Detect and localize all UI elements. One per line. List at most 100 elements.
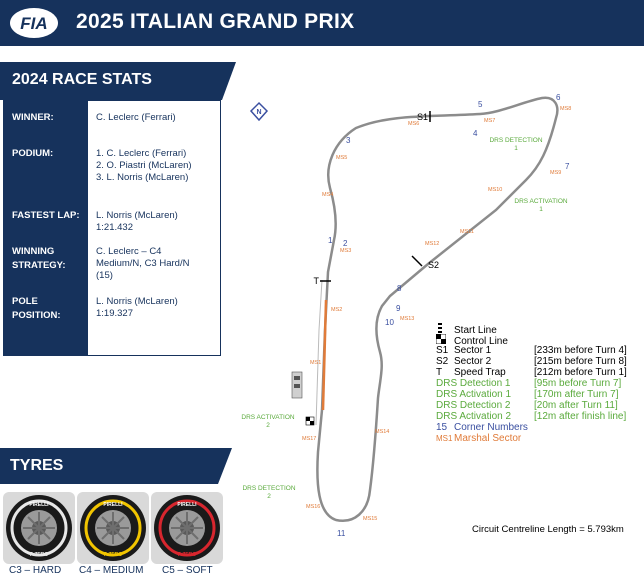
svg-text:P ZERO: P ZERO xyxy=(178,552,197,558)
marshal-ms13: MS13 xyxy=(400,316,414,322)
stat-value-pole: L. Norris (McLaren) 1:19.327 xyxy=(96,296,178,319)
corner-7: 7 xyxy=(565,162,570,171)
stat-value-strategy: C. Leclerc – C4 Medium/N, C3 Hard/N (15) xyxy=(96,246,190,281)
legend-drs-activation-1: DRS Activation 1[170m after Turn 7] xyxy=(436,389,619,400)
stat-label-podium: PODIUM: xyxy=(12,148,54,159)
tyre-medium: PIRELLI P ZERO xyxy=(77,492,149,564)
corner-6: 6 xyxy=(556,93,561,102)
page-title: 2025 ITALIAN GRAND PRIX xyxy=(76,10,355,33)
legend-drs-detection-2: DRS Detection 2[20m after Turn 11] xyxy=(436,400,618,411)
corner-numbers: 1 2 3 4 5 6 7 8 9 10 11 xyxy=(328,93,570,538)
svg-text:P ZERO: P ZERO xyxy=(30,552,49,558)
corner-11: 11 xyxy=(337,529,346,538)
track-map: N S1 S2 T 1 2 3 4 5 6 7 8 9 10 11 MS1 MS… xyxy=(241,93,571,538)
pit-building-icon xyxy=(291,371,303,399)
marshal-ms16: MS16 xyxy=(306,504,320,510)
svg-text:P ZERO: P ZERO xyxy=(104,552,123,558)
stats-table: WINNER: C. Leclerc (Ferrari) PODIUM: 1. … xyxy=(3,100,221,356)
drs-activation-1-num: 1 xyxy=(539,206,543,213)
marshal-sectors: MS1 MS2 MS3 MS4 MS5 MS6 MS7 MS8 MS9 MS10… xyxy=(302,106,571,522)
sector-2-label: S2 xyxy=(428,260,439,270)
control-line-icon xyxy=(435,333,454,348)
fia-logo: FIA xyxy=(10,8,58,38)
centreline-length: Circuit Centreline Length = 5.793km xyxy=(472,524,624,535)
marshal-ms11: MS11 xyxy=(460,229,474,235)
marshal-ms17: MS17 xyxy=(302,436,316,442)
stat-label-pole: POLE POSITION: xyxy=(12,296,61,321)
tyres-banner xyxy=(0,448,232,484)
drs-activation-1-label: DRS ACTIVATION xyxy=(514,198,568,205)
marshal-ms2: MS2 xyxy=(331,307,342,313)
marshal-ms12: MS12 xyxy=(425,241,439,247)
speed-trap-label: T xyxy=(314,276,320,286)
stats-banner xyxy=(0,62,236,100)
north-icon: N xyxy=(249,101,269,122)
marshal-ms5: MS5 xyxy=(336,155,347,161)
stats-title: 2024 RACE STATS xyxy=(12,71,152,88)
svg-text:PIRELLI: PIRELLI xyxy=(29,502,49,508)
corner-5: 5 xyxy=(478,100,483,109)
drs-detection-1-label: DRS DETECTION xyxy=(489,137,542,144)
legend-control-line: Control Line xyxy=(435,333,508,348)
marshal-ms1: MS1 xyxy=(310,360,321,366)
marshal-ms7: MS7 xyxy=(484,118,495,124)
stat-value-fastest-lap: L. Norris (McLaren) 1:21.432 xyxy=(96,210,178,233)
drs-detection-2-label: DRS DETECTION xyxy=(242,485,295,492)
finish-line-icon xyxy=(305,416,315,426)
corner-4: 4 xyxy=(473,129,478,138)
legend-drs-detection-1: DRS Detection 1[95m before Turn 7] xyxy=(436,378,622,389)
stat-label-winner: WINNER: xyxy=(12,112,54,123)
tyre-soft-label: C5 – SOFT xyxy=(162,565,213,576)
sector-2-line xyxy=(411,255,423,267)
pit-straight-highlight xyxy=(321,299,328,411)
corner-8: 8 xyxy=(397,284,402,293)
marshal-ms3: MS3 xyxy=(340,248,351,254)
svg-text:N: N xyxy=(256,109,261,116)
corner-3: 3 xyxy=(346,136,351,145)
corner-9: 9 xyxy=(396,304,401,313)
stats-label-column xyxy=(4,101,88,355)
tyre-hard-label: C3 – HARD xyxy=(9,565,62,576)
tyre-soft-icon: PIRELLI P ZERO xyxy=(154,495,220,561)
tyres-title: TYRES xyxy=(10,457,64,474)
sector-1-label: S1 xyxy=(417,112,428,122)
header-bar: FIA 2025 ITALIAN GRAND PRIX xyxy=(0,0,644,46)
fia-logo-text: FIA xyxy=(20,14,47,33)
tyre-hard-icon: PIRELLI P ZERO xyxy=(6,495,72,561)
marshal-ms6: MS6 xyxy=(408,121,419,127)
marshal-ms10: MS10 xyxy=(488,187,502,193)
stat-value-podium: 1. C. Leclerc (Ferrari) 2. O. Piastri (M… xyxy=(96,148,192,183)
pit-lane xyxy=(315,279,323,426)
marshal-ms4: MS4 xyxy=(322,192,333,198)
legend-start-line: Start Line xyxy=(436,323,497,337)
stat-label-strategy: WINNING STRATEGY: xyxy=(12,246,66,271)
drs-detection-1-num: 1 xyxy=(514,145,518,152)
drs-detection-2-num: 2 xyxy=(267,493,271,500)
corner-2: 2 xyxy=(343,239,348,248)
stat-label-fastest-lap: FASTEST LAP: xyxy=(12,210,80,221)
tyre-medium-label: C4 – MEDIUM xyxy=(79,565,144,576)
svg-text:PIRELLI: PIRELLI xyxy=(103,502,123,508)
drs-labels: DRS DETECTION 1 DRS ACTIVATION 1 DRS ACT… xyxy=(241,137,568,500)
drs-activation-2-num: 2 xyxy=(266,422,270,429)
stat-value-winner: C. Leclerc (Ferrari) xyxy=(96,112,176,123)
marshal-ms15: MS15 xyxy=(363,516,377,522)
marshal-ms9: MS9 xyxy=(550,170,561,176)
start-line-icon xyxy=(436,323,454,337)
corner-10: 10 xyxy=(385,318,394,327)
marshal-ms14: MS14 xyxy=(375,429,389,435)
track-outline xyxy=(316,96,559,523)
marshal-ms8: MS8 xyxy=(560,106,571,112)
drs-activation-2-label: DRS ACTIVATION xyxy=(241,414,295,421)
corner-1: 1 xyxy=(328,236,333,245)
svg-text:PIRELLI: PIRELLI xyxy=(177,502,197,508)
tyre-medium-icon: PIRELLI P ZERO xyxy=(80,495,146,561)
tyre-soft: PIRELLI P ZERO xyxy=(151,492,223,564)
tyre-hard: PIRELLI P ZERO xyxy=(3,492,75,564)
legend-drs-activation-2: DRS Activation 2[12m after finish line] xyxy=(436,411,627,422)
